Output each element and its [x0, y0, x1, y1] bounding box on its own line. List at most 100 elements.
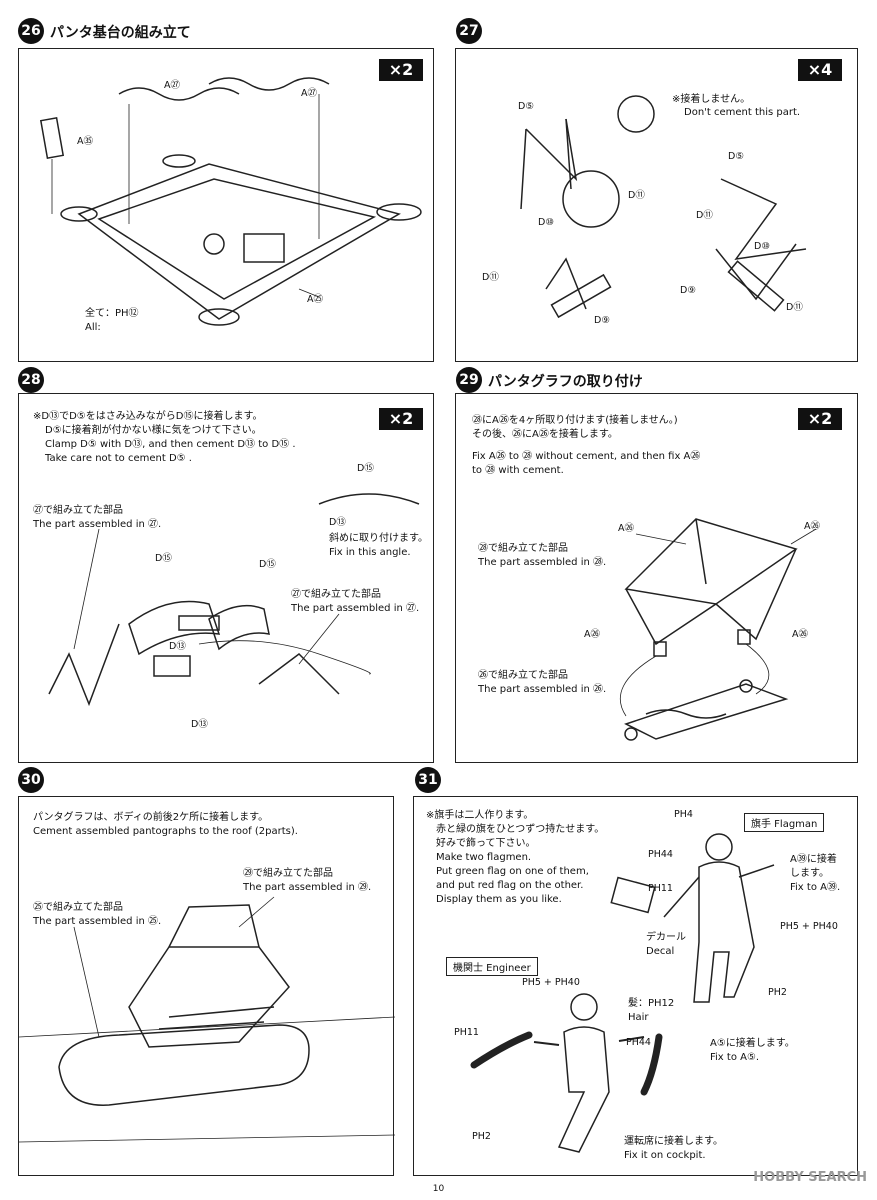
- step-30-ref25-jp: ㉕で組み立てた部品: [33, 902, 123, 913]
- step-30-ref29-jp: ㉙で組み立てた部品: [243, 868, 333, 879]
- step-30-line-2: Cement assembled pantographs to the roof…: [33, 826, 298, 837]
- engineer-hair-en: Hair: [628, 1012, 649, 1023]
- step-29-qty: ×2: [798, 408, 842, 430]
- figures-illustration: [470, 833, 775, 1153]
- flagman-box: 旗手 Flagman: [744, 813, 825, 832]
- step-31-line-7: Display them as you like.: [436, 894, 562, 905]
- step-27-note-jp: ※接着しません。: [672, 94, 751, 105]
- step-28-panel: ×2 ※D⑬でD⑤をはさみ込みながらD⑮に接着します。 D⑤に接着剤が付かない様…: [18, 393, 434, 763]
- flagman-a5-jp: A⑤に接着します。: [710, 1038, 795, 1049]
- step-26-note-jp: 全て：PH⑫: [85, 308, 139, 319]
- step-29-line-4: to ㉘ with cement.: [472, 465, 564, 476]
- engineer-cockpit-jp: 運転席に接着します。: [624, 1136, 723, 1147]
- step-26-label-a25: A㉕: [307, 294, 323, 305]
- step-28-label-d13-a: D⑬: [329, 517, 346, 528]
- decal-jp: デカール: [646, 932, 686, 943]
- step-29-line-2: その後、㉖にA㉖を接着します。: [472, 429, 618, 440]
- flagman-a39-en: Fix to A㊴.: [790, 882, 841, 893]
- engineer-ph2: PH2: [472, 1131, 491, 1142]
- step-27-number: 27: [456, 18, 482, 44]
- step-26-panel: ×2 A㉗ A㉗ A㉟ A㉕ 全て：PH⑫ All:: [18, 48, 434, 362]
- roof-mount-illustration: [18, 896, 396, 1143]
- step-31-line-3: 好みで飾って下さい。: [436, 838, 536, 849]
- step-29-label-a26-b: A㉖: [804, 521, 820, 532]
- step-29-panel: ×2 ㉘にA㉖を4ヶ所取り付けます(接着しません。) その後、㉖にA㉖を接着しま…: [455, 393, 858, 763]
- step-28-line-4: Take care not to cement D⑤ .: [45, 453, 192, 464]
- flagman-a39-jp2: します。: [790, 868, 829, 879]
- step-28-label-d13-c: D⑬: [191, 719, 208, 730]
- step-31-line-5: Put green flag on one of them,: [436, 866, 589, 877]
- step-28-label-d15-b: D⑮: [155, 553, 172, 564]
- engineer-box: 機関士 Engineer: [446, 957, 538, 976]
- step-27-label-d9-b: D⑨: [680, 285, 696, 296]
- flagman-ph2: PH2: [768, 987, 787, 998]
- flagman-ph5-40: PH5 + PH40: [780, 921, 838, 932]
- step-28-qty: ×2: [379, 408, 423, 430]
- step-28-ref27a-en: The part assembled in ㉗.: [33, 519, 162, 530]
- step-26-number: 26: [18, 18, 44, 44]
- step-28-line-2: D⑤に接着剤が付かない様に気をつけて下さい。: [45, 425, 262, 436]
- step-31-line-4: Make two flagmen.: [436, 852, 532, 863]
- step-27-label-d5-a: D⑤: [518, 101, 534, 112]
- step-28-number: 28: [18, 367, 44, 393]
- step-27-panel: ×4 ※接着しません。 Don't cement this part. D⑤ D…: [455, 48, 858, 362]
- step-29-ref26-jp: ㉖で組み立てた部品: [478, 670, 568, 681]
- step-31-panel: ※旗手は二人作ります。 赤と緑の旗をひとつずつ持たせます。 好みで飾って下さい。…: [413, 796, 858, 1176]
- pantograph-arm-illustration: [520, 95, 807, 319]
- step-27-label-d9-a: D⑨: [594, 315, 610, 326]
- engineer-ph5-40: PH5 + PH40: [522, 977, 580, 988]
- step-29-number: 29: [456, 367, 482, 393]
- clamp-assembly-illustration: [48, 493, 420, 707]
- step-29-line-1: ㉘にA㉖を4ヶ所取り付けます(接着しません。): [472, 415, 678, 426]
- step-30-number: 30: [18, 767, 44, 793]
- flagman-ph4: PH4: [674, 809, 693, 820]
- step-26-title: パンタ基台の組み立て: [50, 25, 191, 41]
- step-27-note-en: Don't cement this part.: [684, 107, 801, 118]
- engineer-ph44: PH44: [626, 1037, 651, 1048]
- step-30-panel: パンタグラフは、ボディの前後2ケ所に接着します。 Cement assemble…: [18, 796, 396, 1176]
- step-27-label-d10-b: D⑩: [754, 241, 770, 252]
- step-28-label-d15-c: D⑮: [259, 559, 276, 570]
- step-26-note-en: All:: [85, 322, 101, 333]
- flagman-a39-jp: A㊴に接着: [790, 854, 837, 865]
- step-31-line-6: and put red flag on the other.: [436, 880, 584, 891]
- step-28-ref27b-jp: ㉗で組み立てた部品: [291, 589, 381, 600]
- step-26-label-a35: A㉟: [77, 136, 93, 147]
- engineer-cockpit-en: Fix it on cockpit.: [624, 1150, 706, 1161]
- step-29-line-3: Fix A㉖ to ㉘ without cement, and then fix…: [472, 451, 701, 462]
- base-frame-illustration: [39, 77, 422, 326]
- step-28-label-d15-a: D⑮: [357, 463, 374, 474]
- step-29-label-a26-a: A㉖: [618, 523, 634, 534]
- step-30-ref29-en: The part assembled in ㉙.: [243, 882, 372, 893]
- page-number: 10: [432, 1184, 445, 1194]
- step-30-line-1: パンタグラフは、ボディの前後2ケ所に接着します。: [33, 812, 269, 823]
- flagman-ph11: PH11: [648, 883, 673, 894]
- step-30-ref25-en: The part assembled in ㉕.: [33, 916, 162, 927]
- step-29-ref28-en: The part assembled in ㉘.: [478, 557, 607, 568]
- step-28-ref27b-en: The part assembled in ㉗.: [291, 603, 420, 614]
- step-26-qty: ×2: [379, 59, 423, 81]
- step-27-label-d5-b: D⑤: [728, 151, 744, 162]
- engineer-hair-jp: 髪：PH12: [628, 998, 675, 1009]
- flagman-ph44: PH44: [648, 849, 673, 860]
- step-28-angle-en: Fix in this angle.: [329, 547, 411, 558]
- step-29-label-a26-c: A㉖: [584, 629, 600, 640]
- step-27-label-d11-d: D⑪: [786, 302, 803, 313]
- step-31-line-1: ※旗手は二人作ります。: [426, 810, 534, 821]
- step-27-label-d11-a: D⑪: [628, 190, 645, 201]
- step-28-line-3: Clamp D⑤ with D⑬, and then cement D⑬ to …: [45, 439, 296, 450]
- step-26-label-a27-right: A㉗: [301, 88, 317, 99]
- step-29-title: パンタグラフの取り付け: [488, 374, 643, 390]
- step-29-ref26-en: The part assembled in ㉖.: [478, 684, 607, 695]
- step-27-label-d11-c: D⑪: [696, 210, 713, 221]
- watermark: HOBBY SEARCH: [753, 1170, 867, 1185]
- step-27-label-d11-b: D⑪: [482, 272, 499, 283]
- step-31-number: 31: [415, 767, 441, 793]
- step-29-label-a26-d: A㉖: [792, 629, 808, 640]
- step-28-ref27a-jp: ㉗で組み立てた部品: [33, 505, 123, 516]
- step-28-label-d13-b: D⑬: [169, 641, 186, 652]
- flagman-a5-en: Fix to A⑤.: [710, 1052, 760, 1063]
- step-31-line-2: 赤と緑の旗をひとつずつ持たせます。: [436, 824, 605, 835]
- engineer-ph11: PH11: [454, 1027, 479, 1038]
- step-26-label-a27-left: A㉗: [164, 80, 180, 91]
